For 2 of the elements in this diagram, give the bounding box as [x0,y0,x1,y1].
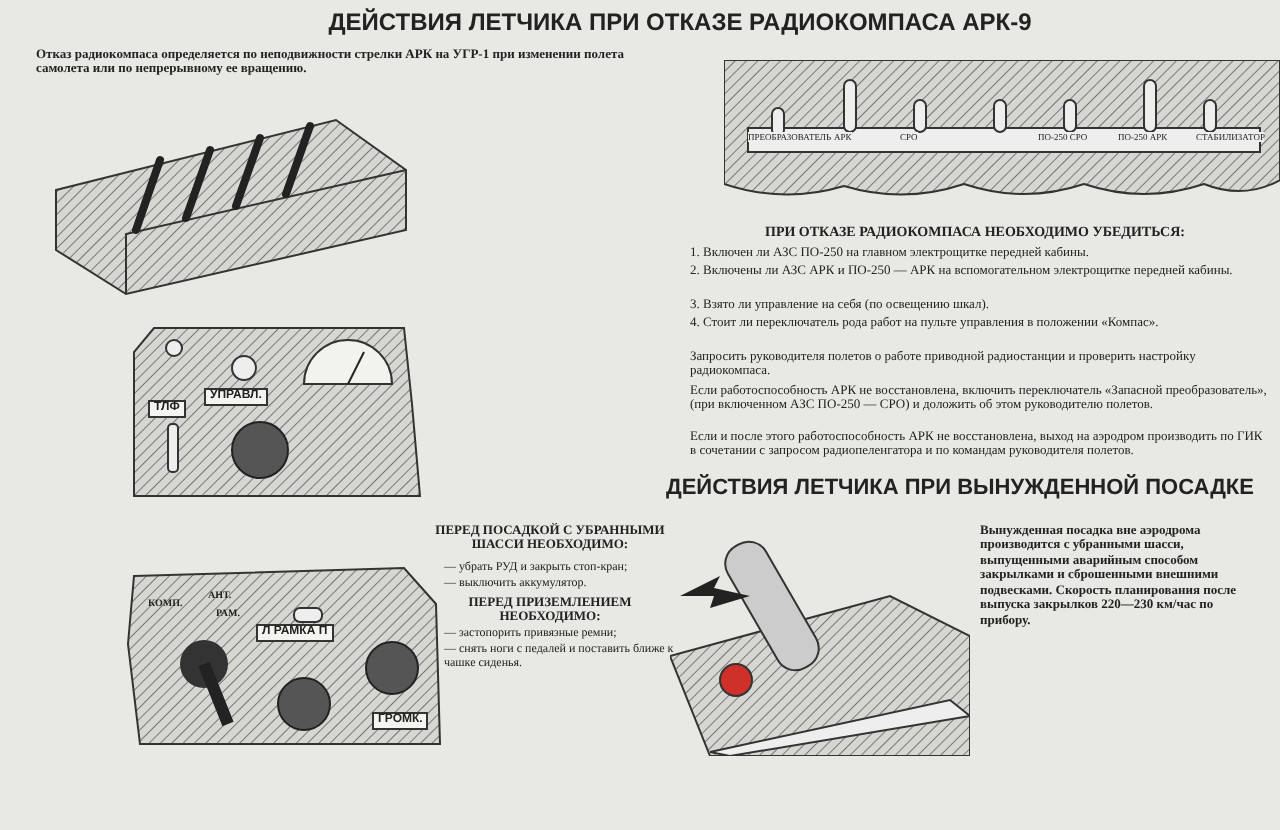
poster-title: ДЕЙСТВИЯ ЛЕТЧИКА ПРИ ОТКАЗЕ РАДИОКОМПАСА АРК-9 [326,8,1034,36]
section-heading: ДЕЙСТВИЯ ЛЕТЧИКА ПРИ ВЫНУЖДЕННОЙ ПОСАДКЕ [663,476,1256,502]
